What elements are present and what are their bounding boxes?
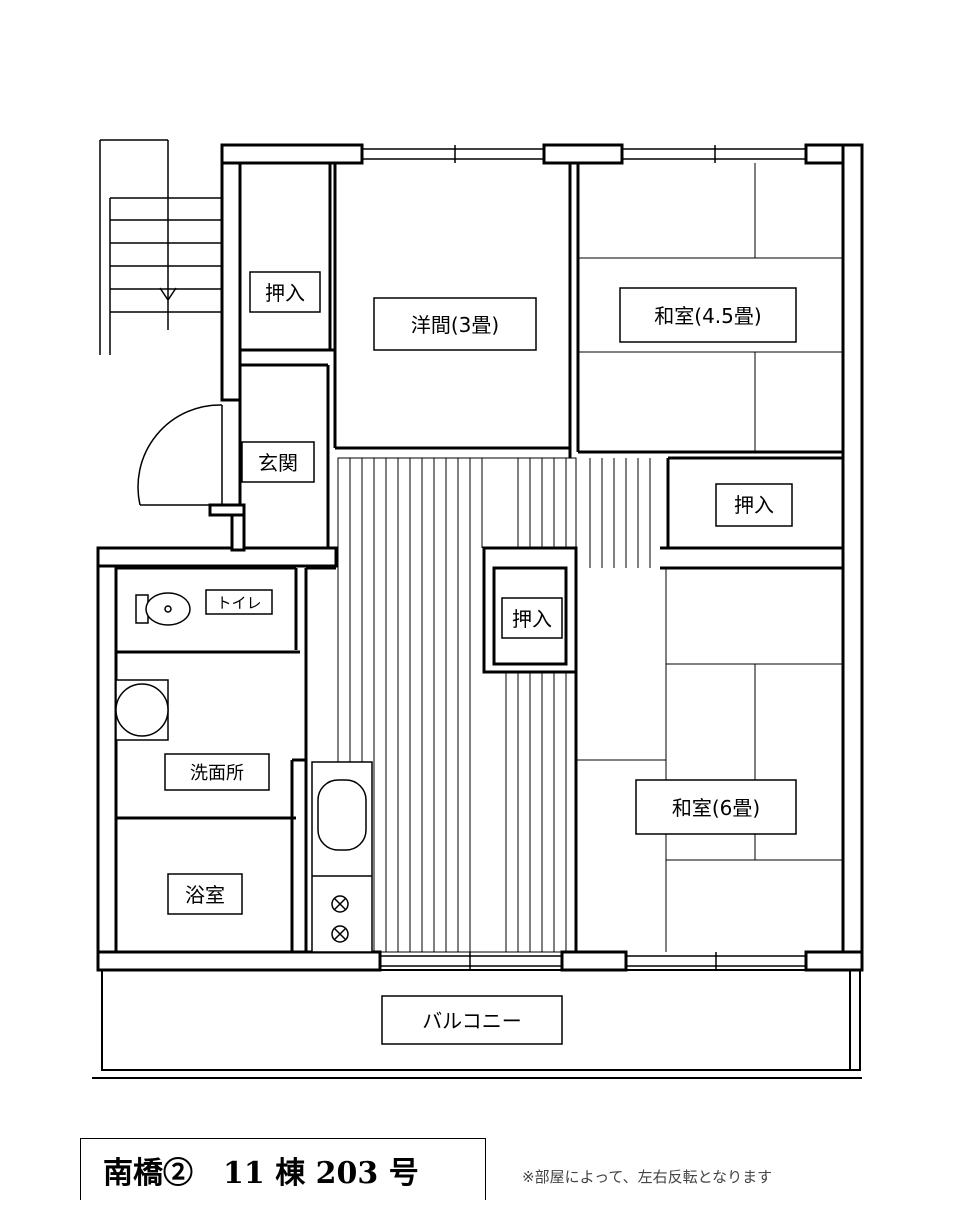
entrance-door — [137, 404, 223, 506]
label-oshiire-2: 押入 — [734, 493, 774, 517]
label-yokushitsu: 浴室 — [185, 883, 225, 907]
tatami-lines — [576, 163, 843, 952]
label-oshiire-3: 押入 — [512, 607, 552, 631]
reversal-note: ※部屋によって、左右反転となります — [522, 1168, 773, 1186]
room-labels: 押入 洋間(3畳) 和室(4.5畳) 玄関 押入 押入 トイレ 洗面所 和室(6… — [164, 271, 797, 1045]
property-title: 南橋② 11 棟 203 号 — [80, 1138, 486, 1200]
toilet-fixture — [135, 592, 191, 626]
label-genkan: 玄関 — [258, 451, 298, 475]
label-toilet: トイレ — [216, 594, 261, 612]
label-oshiire-1: 押入 — [265, 281, 305, 305]
kitchen-counter — [311, 761, 373, 953]
staircase — [99, 139, 222, 355]
balcony-outline — [92, 969, 862, 1079]
outer-walls — [96, 143, 864, 972]
wash-basin — [115, 679, 169, 741]
windows — [362, 145, 806, 970]
label-balcony: バルコニー — [422, 1009, 522, 1033]
label-youma: 洋間(3畳) — [411, 313, 499, 337]
label-washitsu-6: 和室(6畳) — [672, 796, 760, 820]
label-senmenjo: 洗面所 — [190, 763, 244, 784]
hallway-flooring — [337, 457, 651, 953]
label-washitsu-45: 和室(4.5畳) — [654, 304, 761, 328]
